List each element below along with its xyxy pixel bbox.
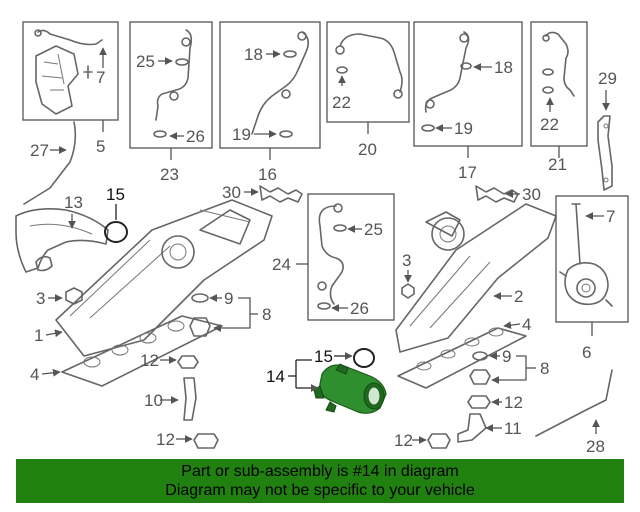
callout-1: 1 (34, 326, 43, 345)
callout-26-mid: 26 (350, 299, 369, 318)
part-12-left-b: 12 (156, 430, 219, 449)
callout-2: 2 (514, 287, 523, 306)
box-5: 7 (22, 21, 119, 121)
callout-18-right: 18 (494, 58, 513, 77)
callout-5: 5 (96, 137, 105, 156)
callout-17: 17 (458, 163, 477, 182)
part-3-left: 3 (36, 287, 83, 308)
part-10: 10 (144, 377, 197, 421)
callout-12-b: 12 (156, 430, 175, 449)
box-21: 22 (530, 21, 588, 147)
part-12-right-b: 12 (394, 431, 451, 450)
callout-6: 6 (582, 343, 591, 362)
callout-23: 23 (160, 165, 179, 184)
callout-15-right: 15 (314, 347, 333, 366)
parts-9-8-right: 9 8 (469, 347, 549, 385)
callout-16: 16 (258, 165, 277, 184)
box-24: 25 26 (307, 193, 395, 321)
part-28: 28 (535, 369, 613, 456)
gasket-4-right: 4 (397, 315, 531, 389)
parts-9-8-left: 9 8 (189, 289, 271, 337)
callout-8-left: 8 (262, 305, 271, 324)
part-30-left: 30 (222, 183, 303, 203)
callout-21: 21 (548, 155, 567, 174)
box-20: 22 (326, 21, 410, 123)
callout-26-top: 26 (186, 127, 205, 146)
callout-15-left: 15 (106, 185, 125, 204)
box-16: 18 19 (219, 21, 321, 149)
box-6: 7 (555, 195, 629, 323)
part-14-highlight (313, 363, 387, 414)
callout-3-right: 3 (402, 251, 411, 270)
part-15-right: 15 (314, 347, 375, 368)
callout-11: 11 (504, 419, 522, 438)
callout-7-top: 7 (96, 68, 105, 87)
turbo-left: 1 (34, 199, 273, 357)
part-27: 27 (23, 121, 77, 205)
turbo-right: 2 (395, 203, 557, 353)
banner-line-1: Part or sub-assembly is #14 in diagram (181, 463, 459, 480)
part-3-right: 3 (401, 251, 415, 299)
banner-line-2: Diagram may not be specific to your vehi… (165, 482, 475, 499)
part-11: 11 (457, 413, 522, 443)
callout-30-left: 30 (222, 183, 241, 202)
callout-4-left: 4 (30, 365, 39, 384)
callout-19-top: 19 (232, 125, 251, 144)
part-29: 29 (597, 69, 617, 191)
part-12-right-a: 12 (467, 393, 523, 412)
callout-8-right: 8 (540, 359, 549, 378)
box-23: 25 26 (129, 21, 213, 149)
callout-28: 28 (586, 437, 605, 456)
callout-22-right: 22 (540, 115, 559, 134)
callout-14: 14 (266, 367, 285, 386)
callout-19-right: 19 (454, 119, 473, 138)
info-banner: Part or sub-assembly is #14 in diagram D… (16, 459, 624, 503)
callout-22-mid: 22 (332, 93, 351, 112)
part-13: 13 (15, 193, 109, 273)
callout-12-a: 12 (140, 351, 159, 370)
callout-4-right: 4 (522, 315, 531, 334)
part-12-left-a: 12 (140, 351, 199, 370)
callout-13: 13 (64, 193, 83, 212)
part-15-left: 15 (104, 185, 128, 243)
callout-9-left: 9 (224, 289, 233, 308)
box-17: 18 19 (413, 21, 523, 147)
callout-30-right: 30 (522, 185, 541, 204)
callout-24: 24 (272, 255, 291, 274)
callout-10: 10 (144, 391, 163, 410)
callout-20: 20 (358, 140, 377, 159)
callout-25-top: 25 (136, 52, 155, 71)
gasket-4-left: 4 (30, 315, 223, 387)
callout-12-c: 12 (504, 393, 523, 412)
callout-14-group: 14 (266, 359, 318, 388)
callout-27: 27 (30, 141, 49, 160)
callout-25-mid: 25 (364, 220, 383, 239)
callout-7-right: 7 (606, 207, 615, 226)
callout-9-right: 9 (502, 347, 511, 366)
callout-3-left: 3 (36, 289, 45, 308)
callout-12-d: 12 (394, 431, 413, 450)
callout-18-top: 18 (244, 45, 263, 64)
callout-29: 29 (598, 69, 617, 88)
part-30-right: 30 (475, 185, 541, 204)
